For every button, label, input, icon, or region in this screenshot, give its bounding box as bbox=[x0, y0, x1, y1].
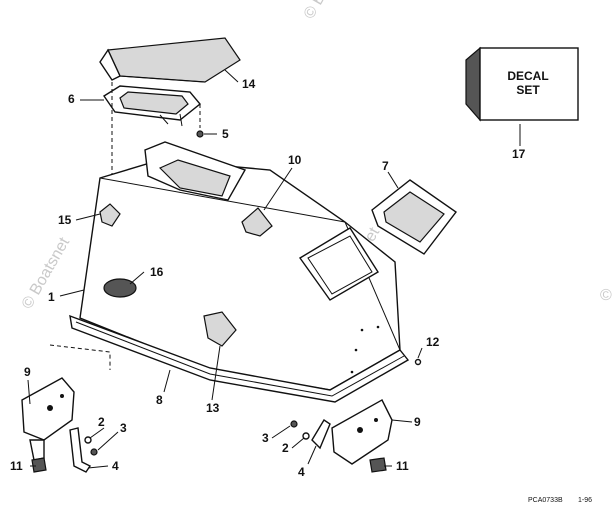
callout-3-right: 3 bbox=[262, 431, 269, 445]
diagram-date: 1-96 bbox=[578, 497, 592, 504]
screw-5 bbox=[196, 130, 204, 138]
decal-patch-13 bbox=[203, 311, 237, 347]
callout-16: 16 bbox=[150, 265, 164, 279]
callout-4-right: 4 bbox=[298, 465, 305, 479]
callout-1: 1 bbox=[48, 290, 55, 304]
alignment-lines bbox=[49, 82, 201, 370]
mount-bracket-right-9 bbox=[331, 399, 393, 465]
callout-6: 6 bbox=[68, 92, 75, 106]
screw-12 bbox=[414, 358, 422, 366]
washer-screw-left bbox=[84, 436, 98, 456]
callout-11-left: 11 bbox=[10, 459, 23, 473]
diagram-footer: PCA0733B 1-96 bbox=[528, 497, 592, 504]
decal-text-line1: DECAL bbox=[507, 69, 548, 83]
vent-grille bbox=[103, 85, 201, 127]
latch-15 bbox=[99, 203, 121, 227]
callout-17: 17 bbox=[512, 147, 526, 161]
top-vent-cover bbox=[99, 37, 241, 83]
clip-right-4 bbox=[311, 419, 331, 450]
rubber-foot-left-11 bbox=[31, 457, 47, 473]
rubber-foot-right-11 bbox=[369, 457, 387, 473]
callout-8: 8 bbox=[156, 393, 163, 407]
decal-patch-10 bbox=[241, 207, 273, 237]
callout-2-right: 2 bbox=[282, 441, 289, 455]
leader-lines bbox=[27, 69, 521, 469]
callout-14: 14 bbox=[242, 77, 256, 91]
callout-10: 10 bbox=[288, 153, 302, 167]
callout-9-left: 9 bbox=[24, 365, 31, 379]
engine-cover-body bbox=[69, 141, 410, 403]
callout-9-right: 9 bbox=[414, 415, 421, 429]
side-grille-7 bbox=[371, 179, 457, 255]
callout-2-left: 2 bbox=[98, 415, 105, 429]
callout-13: 13 bbox=[206, 401, 220, 415]
callout-15: 15 bbox=[58, 213, 72, 227]
callout-7: 7 bbox=[382, 159, 389, 173]
callout-12: 12 bbox=[426, 335, 440, 349]
decal-set-box-17: DECAL SET bbox=[465, 46, 579, 122]
callout-labels: 1 2 2 3 3 4 4 5 6 7 8 9 9 10 11 11 12 13… bbox=[10, 77, 526, 479]
callout-4-left: 4 bbox=[112, 459, 119, 473]
diagram-code: PCA0733B bbox=[528, 497, 563, 504]
logo-emblem-16 bbox=[103, 278, 137, 298]
decal-text-line2: SET bbox=[516, 83, 540, 97]
callout-5: 5 bbox=[222, 127, 229, 141]
watermark-right: © bbox=[600, 287, 612, 304]
watermark-top: © B bbox=[301, 0, 329, 22]
washer-screw-right bbox=[290, 420, 310, 440]
callout-11-right: 11 bbox=[396, 459, 409, 473]
clip-left-4 bbox=[69, 427, 92, 473]
watermark-left: © Boatsnet bbox=[19, 234, 74, 312]
mount-bracket-left-9 bbox=[21, 377, 75, 461]
callout-3-left: 3 bbox=[120, 421, 127, 435]
